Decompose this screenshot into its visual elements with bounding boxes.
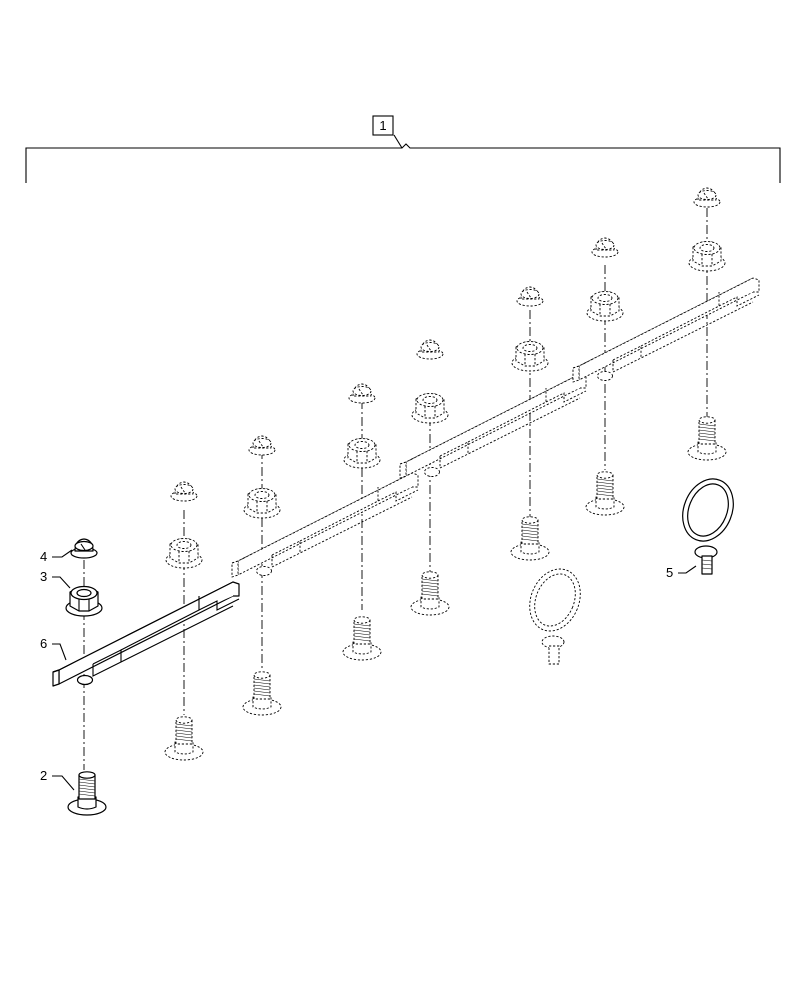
callout-5: 5 [666,565,697,580]
nut-ghost [343,438,381,469]
nut-ghost [688,241,726,272]
callout-4: 4 [40,549,73,564]
nut-ghost [243,488,281,519]
flange-nut [65,585,103,617]
callout-6-number: 6 [40,636,47,651]
callout-4-number: 4 [40,549,47,564]
bolt-ghost [585,471,625,516]
bracket-ghost-2 [399,373,587,479]
nut-ghost [165,538,203,569]
nut-ghost [586,291,624,322]
cap-ghost [170,481,198,502]
callout-6: 6 [40,636,67,661]
bolt-ghost [687,416,727,461]
bolt-ghost [242,671,282,716]
assembly-callout-number: 1 [379,118,386,133]
bolt-ghost [164,716,204,761]
cap-ghost [516,286,544,307]
callout-2: 2 [40,768,75,791]
callout-3: 3 [40,569,71,589]
cap-ghost [693,187,721,208]
callout-5-number: 5 [666,565,673,580]
assembly-bracket [25,134,781,183]
cap-ghost [416,339,444,360]
callout-3-number: 3 [40,569,47,584]
cap [70,538,98,559]
cap-ghost [348,383,376,404]
bolt-ghost [342,616,382,661]
assembly-callout: 1 [372,115,394,136]
cap-ghost [248,435,276,456]
clamp-ghost [520,560,590,665]
nut-ghost [511,341,549,372]
clamp [673,470,743,575]
nut-ghost [411,393,449,424]
bolt-ghost [510,516,550,561]
callout-2-number: 2 [40,768,47,783]
cap-ghost [591,237,619,258]
bolt-ghost [410,571,450,616]
bolt [67,771,107,816]
